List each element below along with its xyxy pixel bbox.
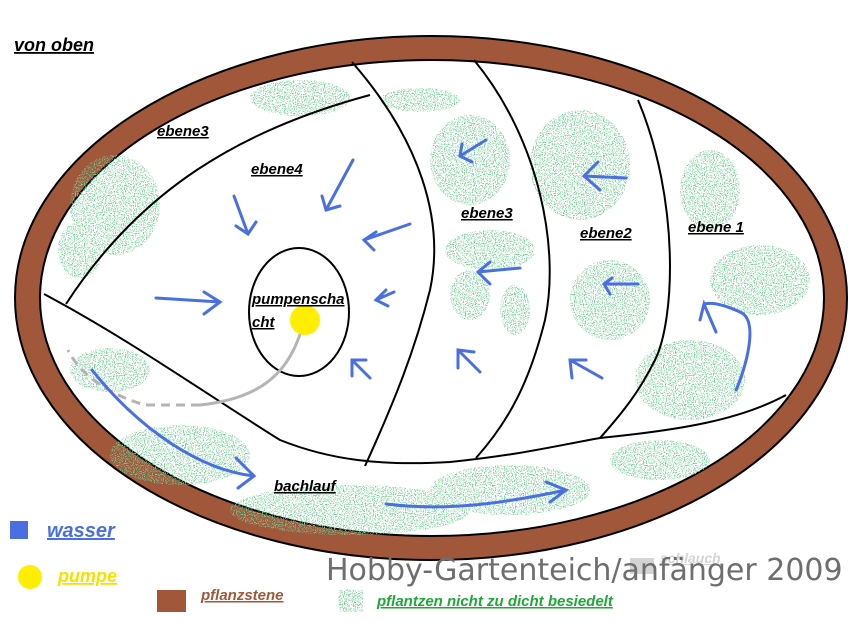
legend-schlauch-swatch — [630, 558, 654, 574]
watermark: Hobby-Gartenteich/anfänger 2009 — [326, 553, 843, 588]
label-ebene2: ebene2 — [580, 225, 632, 242]
pump-marker — [290, 305, 320, 335]
label-ebene3-left: ebene3 — [157, 123, 209, 140]
level-boundaries — [43, 59, 787, 467]
label-pumpenschacht-1: pumpenscha — [251, 291, 345, 308]
legend-wasser-label: wasser — [47, 520, 116, 542]
legend-schlauch-label: schlauch — [660, 550, 721, 566]
legend-pflanzsteine-label: pflanzstene — [200, 587, 284, 604]
legend-pflanzsteine-swatch — [157, 590, 186, 612]
label-bachlauf: bachlauf — [274, 478, 338, 495]
plant-patches — [58, 80, 810, 611]
legend-wasser-swatch — [10, 521, 28, 539]
pump-shaft — [248, 247, 350, 377]
title-von-oben: von oben — [14, 35, 94, 55]
label-ebene3-mid: ebene3 — [461, 205, 513, 222]
legend-pumpe-swatch — [18, 565, 42, 589]
label-ebene4: ebene4 — [251, 161, 303, 178]
legend-pflanzen-label: pflantzen nicht zu dicht besiedelt — [376, 593, 614, 610]
water-arrows — [90, 138, 752, 509]
legend-pflanzen-swatch — [339, 590, 363, 612]
legend-pumpe-label: pumpe — [57, 566, 117, 586]
hose-dashed — [66, 349, 200, 407]
hose — [199, 324, 305, 407]
legend: wasser pumpe pflanzstene pflantzen nicht… — [10, 520, 654, 612]
label-pumpenschacht-2: cht — [252, 314, 276, 331]
label-ebene1: ebene 1 — [688, 219, 744, 236]
